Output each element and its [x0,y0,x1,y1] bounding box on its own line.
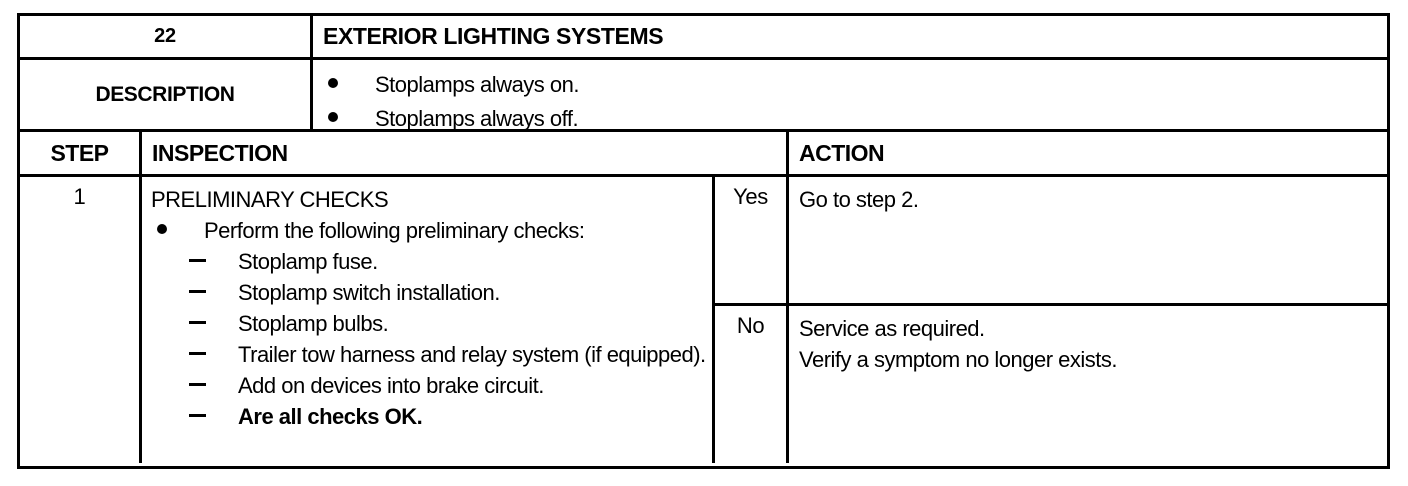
list-item: Perform the following preliminary checks… [151,215,706,246]
bullet-icon [325,68,375,102]
description-items-cell: Stoplamps always on. Stoplamps always of… [313,60,1387,129]
column-header-inspection-cell: INSPECTION [142,132,789,174]
inspection-heading: PRELIMINARY CHECKS [151,187,389,212]
column-header-step-cell: STEP [20,132,142,174]
bullet-icon [151,215,204,246]
symptom-number-cell: 22 [20,16,313,57]
inspection-subitem-text: Stoplamp bulbs. [238,311,389,336]
action-line: Service as required. [799,316,985,341]
list-item: Stoplamp fuse. [151,246,706,277]
column-header-action: ACTION [799,139,885,166]
dash-icon [186,246,238,277]
action-text-no: Service as required. Verify a symptom no… [789,306,1387,463]
inspection-subitem-text: Stoplamp fuse. [238,249,378,274]
inspection-content: PRELIMINARY CHECKS Perform the following… [142,177,712,432]
table-row-symptom-title: 22 EXTERIOR LIGHTING SYSTEMS [20,16,1387,60]
action-cell: Yes Go to step 2. No Service as required… [715,177,1387,463]
inspection-cell: PRELIMINARY CHECKS Perform the following… [142,177,715,463]
action-answer-yes: Yes [715,177,789,303]
diagnostic-table: 22 EXTERIOR LIGHTING SYSTEMS DESCRIPTION… [17,13,1390,469]
list-item: Stoplamps always on. [325,68,1381,102]
list-item: Stoplamps always off. [325,102,1381,129]
column-header-action-cell: ACTION [789,132,1387,174]
column-header-step: STEP [50,139,109,166]
bullet-icon [325,102,375,129]
dash-icon [186,308,238,339]
column-header-inspection: INSPECTION [152,139,288,166]
system-title: EXTERIOR LIGHTING SYSTEMS [323,23,664,49]
dash-icon [186,339,238,370]
system-title-cell: EXTERIOR LIGHTING SYSTEMS [313,16,1387,57]
inspection-subitem-text: Stoplamp switch installation. [238,280,500,305]
description-item-text: Stoplamps always off. [375,106,579,129]
list-item: Are all checks OK. [151,401,706,432]
action-answer-no: No [715,306,789,463]
inspection-subitem-text: Trailer tow harness and relay system (if… [238,342,706,367]
dash-icon [186,370,238,401]
list-item: Stoplamp bulbs. [151,308,706,339]
inspection-subitem-text: Add on devices into brake circuit. [238,373,544,398]
action-line: Go to step 2. [799,187,919,212]
step-number-cell: 1 [20,177,142,463]
action-text-yes: Go to step 2. [789,177,1387,303]
table-row-column-headers: STEP INSPECTION ACTION [20,132,1387,177]
action-branch-yes: Yes Go to step 2. [715,177,1387,306]
dash-icon [186,401,238,432]
table-row-step: 1 PRELIMINARY CHECKS Perform the followi… [20,177,1387,463]
description-label-cell: DESCRIPTION [20,60,313,129]
description-list: Stoplamps always on. Stoplamps always of… [313,60,1387,129]
description-item-text: Stoplamps always on. [375,72,580,97]
description-label: DESCRIPTION [95,82,235,106]
step-number: 1 [73,184,86,209]
action-line: Verify a symptom no longer exists. [799,347,1118,372]
action-answer-stack: Yes Go to step 2. No Service as required… [715,177,1387,463]
list-item: Trailer tow harness and relay system (if… [151,339,706,370]
list-item: Stoplamp switch installation. [151,277,706,308]
action-branch-no: No Service as required. Verify a symptom… [715,306,1387,463]
table-row-description: DESCRIPTION Stoplamps always on. Stoplam… [20,60,1387,132]
inspection-bullet-text: Perform the following preliminary checks… [204,218,585,243]
list-item: Add on devices into brake circuit. [151,370,706,401]
inspection-subitem-text: Are all checks OK. [238,404,423,429]
symptom-number: 22 [154,25,176,47]
dash-icon [186,277,238,308]
